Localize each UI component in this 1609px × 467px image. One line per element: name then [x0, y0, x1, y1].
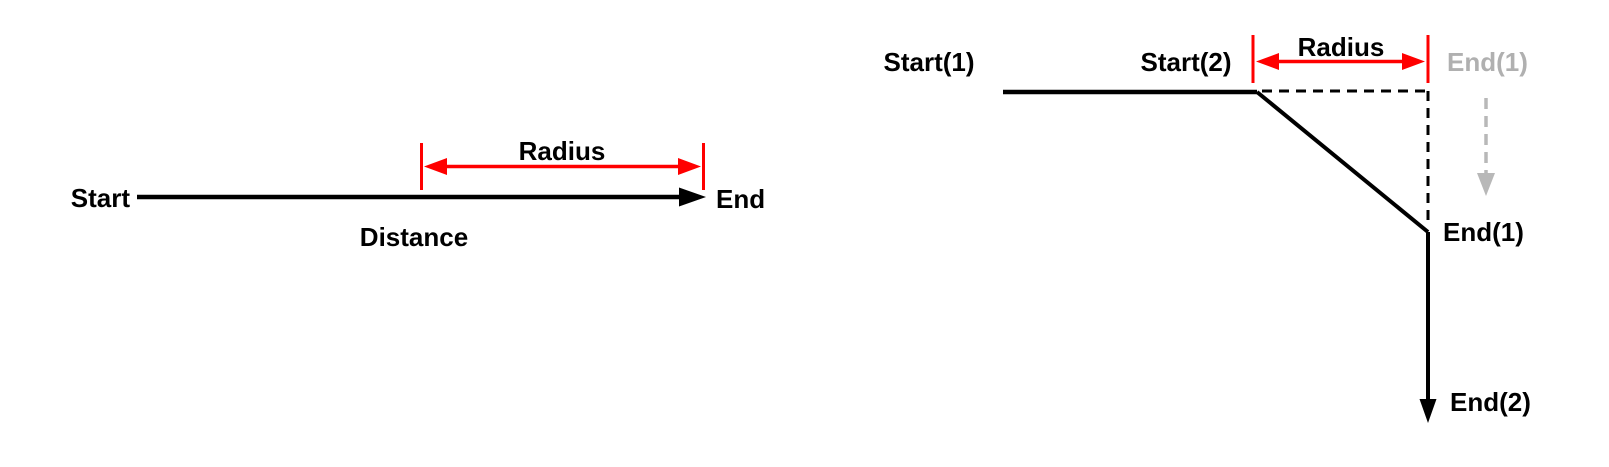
straight-path-diagram: Start End Radius Distance — [71, 136, 765, 252]
dimension-arrowhead-left — [1256, 53, 1279, 70]
path-vertical-arrowhead — [1419, 399, 1437, 423]
path-arrowhead — [679, 187, 706, 207]
end1-ghost-label: End(1) — [1447, 47, 1528, 77]
distance-label: Distance — [360, 222, 468, 252]
radius-dimension-left — [420, 143, 705, 190]
end1-label: End(1) — [1443, 217, 1524, 247]
ghost-arrowhead — [1477, 173, 1495, 196]
start2-label: Start(2) — [1140, 47, 1231, 77]
path-diagonal-line — [1255, 90, 1430, 234]
bent-path-diagram: Start(1) Start(2) Radius — [883, 32, 1531, 423]
start-label: Start — [71, 183, 131, 213]
radius-label-left: Radius — [519, 136, 606, 166]
end-label: End — [716, 184, 765, 214]
start1-label: Start(1) — [883, 47, 974, 77]
dimension-arrowhead-left — [424, 158, 447, 175]
dimension-arrowhead-right — [678, 158, 701, 175]
end2-label: End(2) — [1450, 387, 1531, 417]
radius-dimension-right — [1251, 35, 1430, 83]
dimension-arrowhead-right — [1402, 53, 1425, 70]
ghost-move-arrow — [1477, 98, 1495, 196]
radius-label-right: Radius — [1298, 32, 1385, 62]
